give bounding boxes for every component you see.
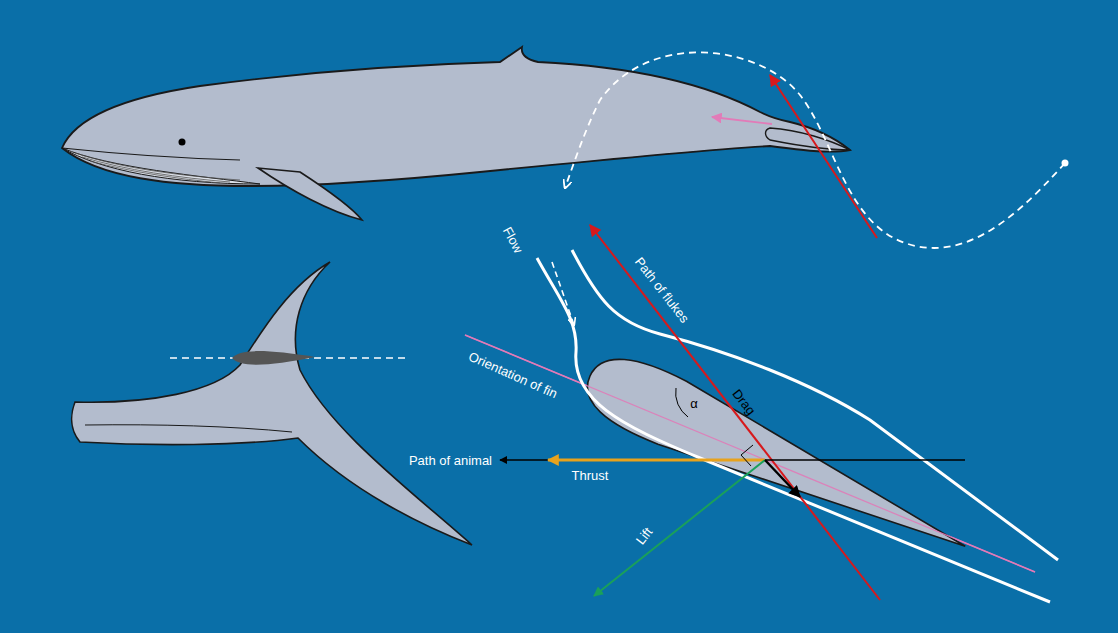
flow-arrow [552,262,574,325]
whale-body [62,47,850,220]
annotation-label: Path of flukes [633,255,692,325]
annotation-label: Flow [501,225,525,255]
thrust-arrow [548,459,765,462]
angle-arc [676,388,688,417]
right-angle-mark [741,445,753,466]
annotation-label: Lift [634,525,655,547]
annotation-label: Drag [730,387,758,417]
fluke-path-line [770,75,877,238]
animal-path-arrow [500,459,965,461]
fluke-top-view [72,262,472,545]
lift-arrow [594,460,765,596]
orientation-line [465,335,1035,572]
fin-orientation-arrow [712,117,772,124]
annotation-label: α [690,397,698,410]
fluke-path-line [590,225,880,600]
annotation-label: Orientation of fin [467,350,559,401]
drag-arrow [765,460,800,497]
trajectory-start [1062,160,1069,167]
fluke-trajectory [565,52,1065,248]
annotation-label: Path of animal [409,454,492,467]
annotation-label: Thrust [572,469,609,482]
